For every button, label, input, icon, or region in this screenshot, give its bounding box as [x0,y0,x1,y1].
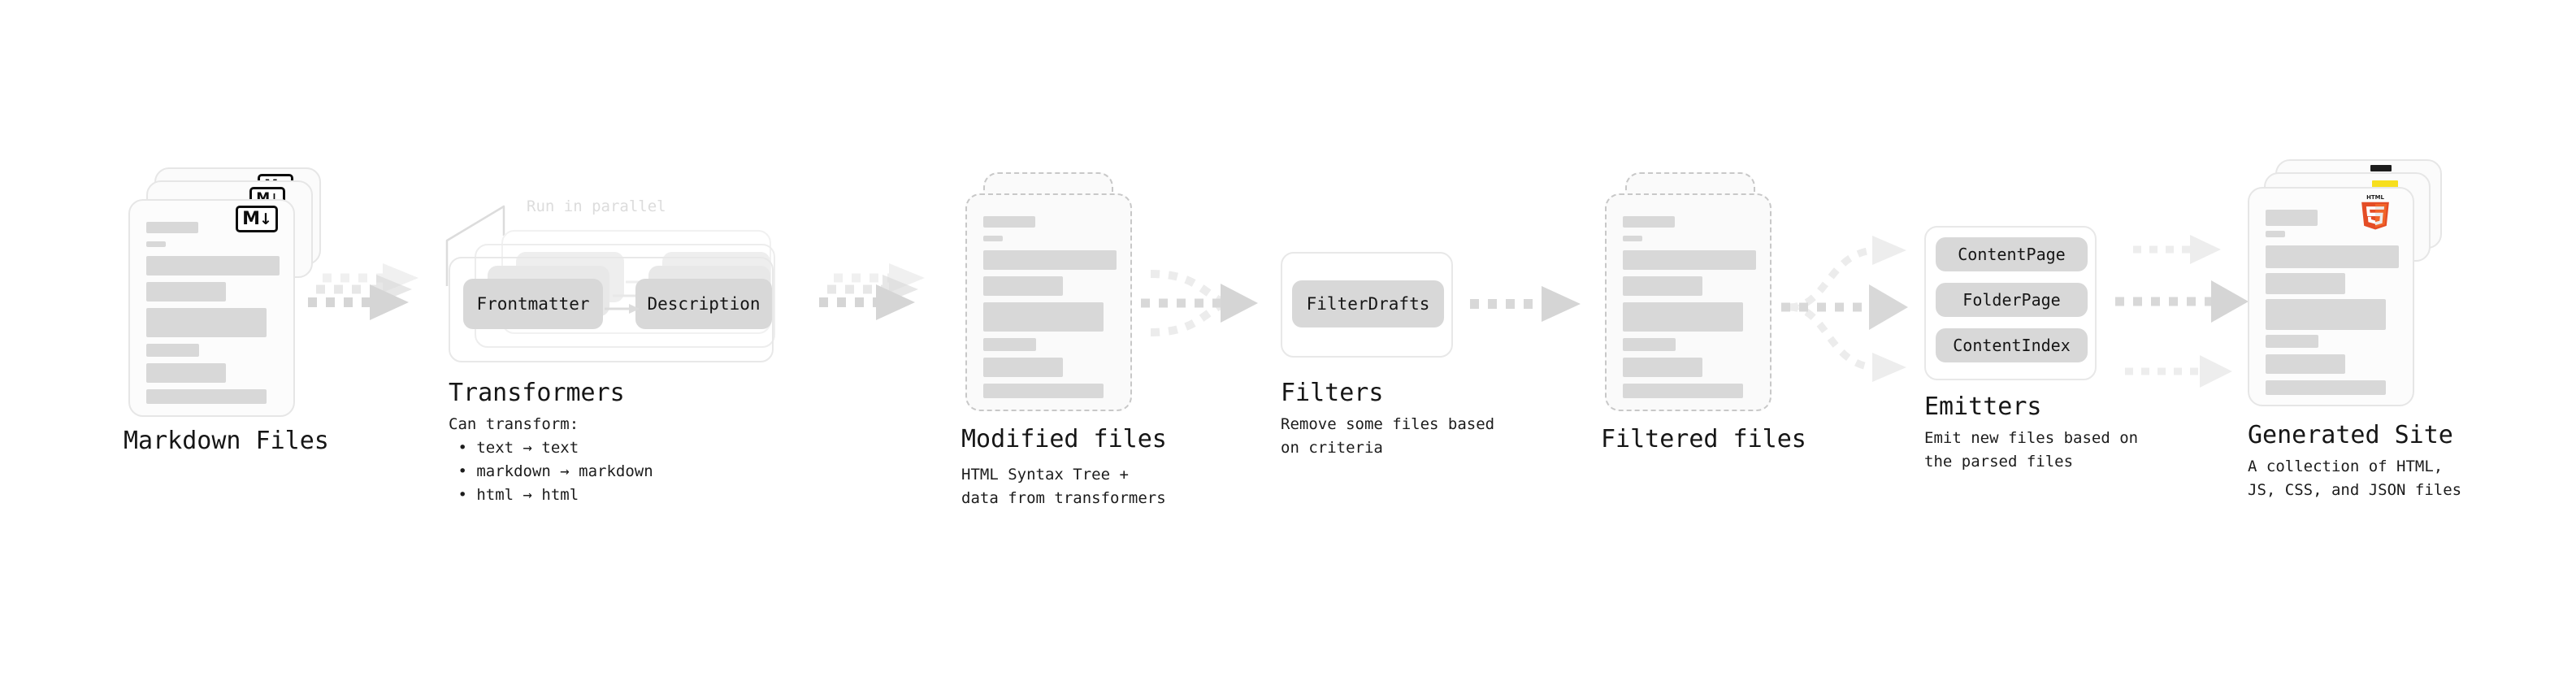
markdown-card-front [128,199,295,417]
stage-subtitle-filters: Remove some files based on criteria [1281,415,1495,457]
stage-subtitle-emitters: Emit new files based on the parsed files [1924,429,2139,471]
skeleton-line [146,363,226,383]
stage-title-transformers: Transformers [449,379,625,407]
connector-modified-to-filters [1141,270,1258,336]
skeleton-line [983,302,1104,332]
skeleton-line [1623,216,1675,228]
skeleton-line [1623,302,1743,332]
skeleton-line [1623,236,1642,241]
transformer-group-front [449,257,774,362]
skeleton-line [146,344,199,357]
parallel-bracket [445,205,505,286]
skeleton-line [1623,358,1702,377]
skeleton-line [1623,250,1756,270]
stage-subtitle-generated-site: A collection of HTML, JS, CSS, and JSON … [2248,458,2462,499]
skeleton-line [2266,354,2345,374]
connector-emitters-to-site [2115,235,2249,388]
skeleton-line [2266,273,2345,294]
parallel-note-label: Run in parallel [527,197,666,215]
skeleton-line [2266,231,2285,237]
connector-md-to-transformers [308,263,418,320]
markdown-logo-front: M↓ [236,206,278,232]
skeleton-line [2266,380,2386,395]
skeleton-line [2266,299,2386,330]
skeleton-line [146,282,226,301]
skeleton-line [146,222,198,233]
stage-title-emitters: Emitters [1924,393,2042,421]
stage-title-filtered-files: Filtered files [1601,425,1806,453]
connector-filters-to-filtered [1470,286,1581,322]
transformer-pill-description[interactable]: Description [635,279,772,329]
emitters-group-box [1924,226,2097,380]
connector-filtered-to-emitters [1781,236,1908,382]
filter-pill-filterdrafts[interactable]: FilterDrafts [1292,280,1444,327]
emitter-pill-folderpage[interactable]: FolderPage [1936,283,2088,317]
skeleton-line [1623,276,1702,296]
emitter-pill-contentindex[interactable]: ContentIndex [1936,328,2088,362]
skeleton-line [983,236,1003,241]
connector-transformers-to-modified [819,263,925,320]
stage-title-markdown-files: Markdown Files [124,427,329,455]
html5-logo: HTML [2361,194,2389,230]
skeleton-line [983,384,1104,398]
stage-subtitle-modified-files: HTML Syntax Tree + data from transformer… [961,466,1166,507]
skeleton-line [146,308,267,337]
skeleton-line [983,358,1063,377]
skeleton-line [146,241,166,247]
transformer-arrow-front [605,304,640,314]
stage-title-modified-files: Modified files [961,425,1167,453]
skeleton-line [1623,384,1743,398]
filtered-card-front [1605,193,1772,411]
stage-subtitle-transformers: Can transform: • text → text • markdown … [449,415,653,504]
modified-card-front [965,193,1132,411]
skeleton-line [983,216,1035,228]
skeleton-line [1623,338,1676,351]
emitter-pill-contentpage[interactable]: ContentPage [1936,237,2088,271]
transformer-pill-frontmatter[interactable]: Frontmatter [463,279,603,329]
skeleton-line [983,338,1036,351]
skeleton-line [2266,335,2318,348]
filters-group-box [1281,252,1453,358]
skeleton-line [2266,245,2399,268]
stage-title-generated-site: Generated Site [2248,421,2453,449]
skeleton-line [146,256,280,275]
skeleton-line [983,276,1063,296]
skeleton-line [2266,210,2318,226]
stage-title-filters: Filters [1281,379,1384,407]
svg-text:HTML: HTML [2366,194,2384,201]
css-badge-top [2370,165,2392,171]
skeleton-line [146,389,267,404]
skeleton-line [983,250,1117,270]
